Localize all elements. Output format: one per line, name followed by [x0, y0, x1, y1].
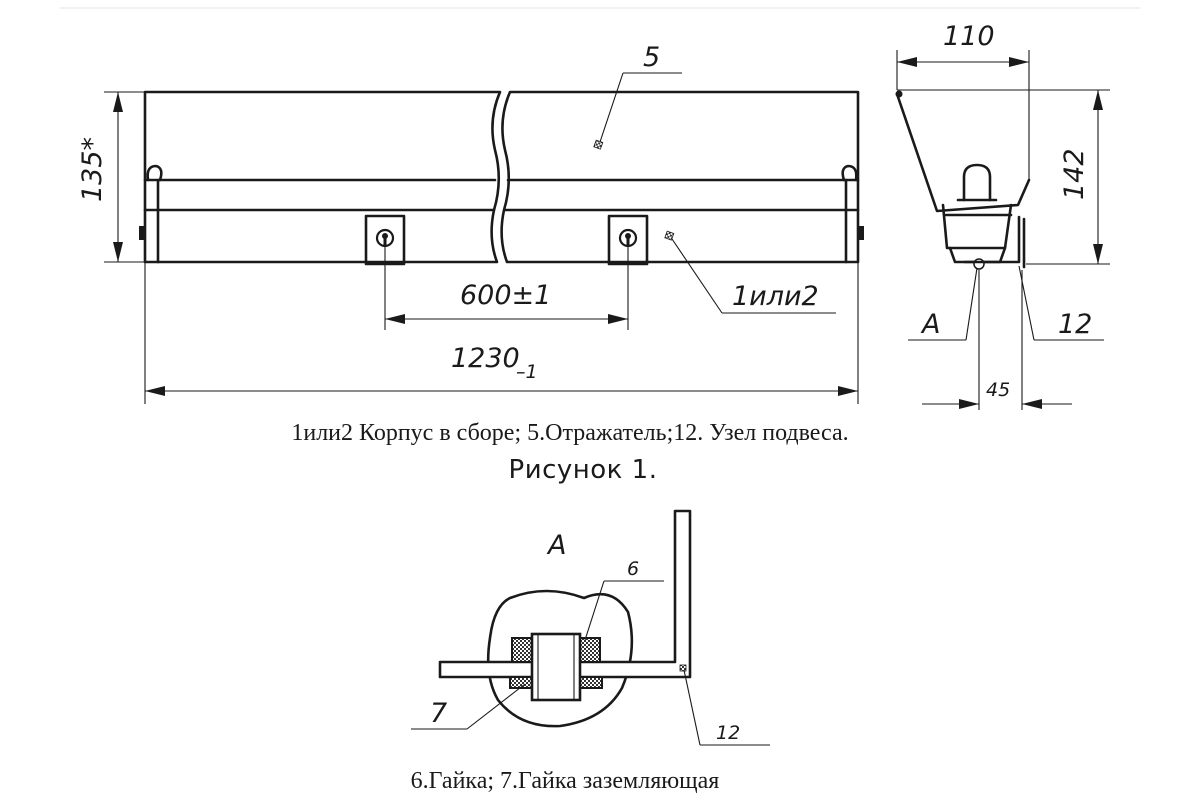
callout-body: 1или2 — [664, 230, 836, 314]
callout-hanger-detail-marker — [679, 664, 687, 672]
callout-ground-nut-label: 7 — [430, 698, 447, 729]
callout-reflector: 5 — [593, 42, 682, 150]
parts-caption: 1или2 Корпус в сборе; 5.Отражатель;12. У… — [291, 420, 848, 446]
dim-width-side: 110 — [896, 21, 1030, 180]
dim-mount-spacing: 600±1 — [384, 246, 629, 330]
dim-length-tolerance: –1 — [516, 361, 538, 383]
end-bump-right — [841, 164, 858, 182]
callout-hanger-detail-label: 12 — [716, 722, 740, 744]
side-housing — [941, 203, 1013, 250]
dim-offset-label: 45 — [986, 379, 1010, 401]
figure-caption: Рисунок 1. — [509, 455, 658, 485]
detail-label: A — [546, 530, 566, 561]
callout-detail-a-label: A — [920, 309, 940, 340]
dim-mount-spacing-label: 600±1 — [460, 280, 551, 311]
side-mount-screw — [973, 258, 985, 270]
detail-view: A 6 7 12 — [411, 509, 770, 746]
side-view: 110 142 45 A 12 — [895, 21, 1110, 410]
dim-width-side-label: 110 — [943, 21, 995, 52]
dim-height-side: 142 — [897, 89, 1110, 265]
callout-nut-label: 6 — [627, 558, 639, 580]
dim-height-side-label: 142 — [1059, 148, 1090, 200]
end-bump-left — [146, 164, 163, 182]
dim-length: 1230 –1 — [144, 262, 859, 404]
callout-hanger-side: 12 — [1018, 265, 1104, 341]
dim-offset: 45 — [922, 270, 1072, 410]
callout-ground-nut: 7 — [411, 683, 526, 730]
dim-height-front-label: 135* — [77, 137, 108, 202]
end-stud-right — [858, 226, 864, 240]
housing-left-segment — [143, 90, 502, 264]
callout-hanger-side-label: 12 — [1058, 309, 1092, 340]
detail-boundary — [486, 589, 634, 728]
detail-caption: 6.Гайка; 7.Гайка заземляющая — [411, 768, 720, 794]
callout-nut: 6 — [584, 558, 664, 641]
housing-right-segment — [500, 90, 860, 264]
callout-body-label: 1или2 — [732, 281, 819, 312]
side-hanger-bracket — [963, 215, 1021, 264]
detail-hanger-bracket — [438, 509, 692, 679]
side-reflector-tip — [895, 90, 903, 98]
detail-bolt — [530, 632, 582, 702]
front-view: 5 1или2 135* 600±1 1230 — [77, 42, 864, 404]
side-reflector-profile — [895, 92, 1031, 213]
callout-reflector-label: 5 — [643, 42, 660, 73]
side-lamp-cap — [962, 163, 992, 202]
dim-length-label: 1230 — [451, 343, 520, 374]
callout-hanger-detail: 12 — [679, 664, 770, 746]
end-stud-left — [139, 226, 145, 240]
dim-height-front: 135* — [77, 91, 145, 263]
callout-detail-a: A — [908, 267, 978, 341]
